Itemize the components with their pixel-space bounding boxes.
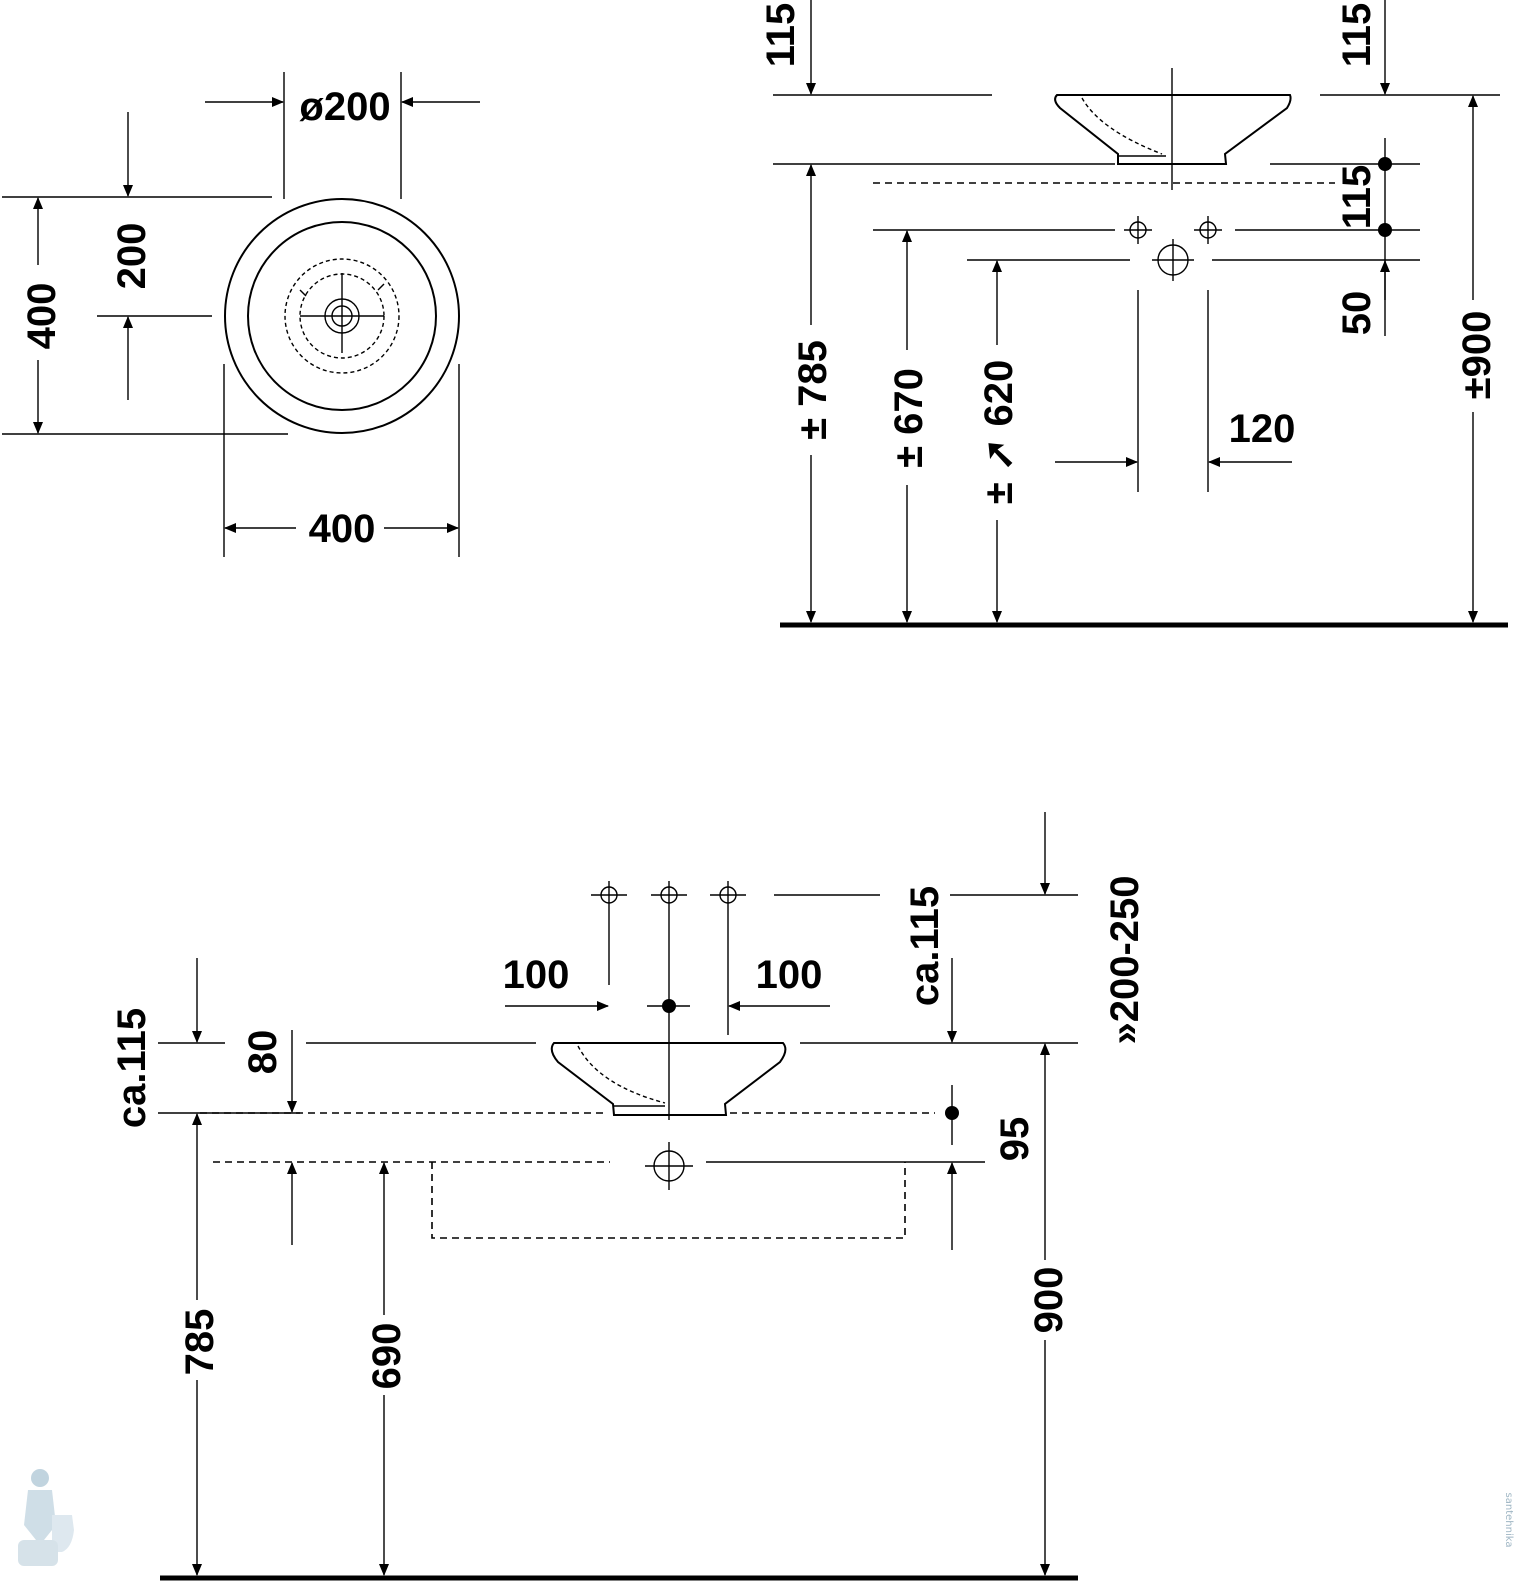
dim-top-right: 115 [1335,3,1379,68]
tap-hole-left [591,881,627,985]
dim-overall-right: ±900 [1455,311,1499,400]
dim-900: 900 [1027,1267,1071,1334]
dim-right-115: ca.115 [903,886,947,1006]
dim-h-620: ± ➚ 620 [977,360,1021,504]
dim-dot [1378,223,1392,237]
dim-200-250: »200-250 [1103,875,1147,1044]
dim-center: 200 [110,223,154,290]
top-view: ø200 400 200 400 [2,72,480,557]
dim-mid-right: 115 [1335,165,1379,230]
dim-dot [1378,157,1392,171]
dim-95: 95 [993,1117,1037,1162]
basin-profile [1054,94,1292,165]
basin-inner-rim [247,221,437,411]
basin-outer-rim [224,198,460,434]
tap-hole-right [710,881,746,1035]
dim-pitch: 120 [1229,407,1296,451]
bowl-dashed-outline [284,258,400,374]
dim-diameter: ø200 [299,85,390,129]
basin-profile [550,1042,787,1116]
dim-h-785: ± 785 [791,340,835,440]
cabinet-outline [431,1162,906,1239]
watermark-text: santehnika [1503,1493,1514,1548]
dim-785: 785 [178,1309,222,1376]
dim-h-670: ± 670 [887,368,931,468]
dim-height-left: 400 [20,283,64,350]
dim-left-100: 100 [503,953,570,997]
watermark-logo [18,1469,74,1566]
dim-690: 690 [365,1323,409,1390]
dim-80: 80 [241,1030,285,1075]
dim-width-bottom: 400 [309,507,376,551]
dim-small-right: 50 [1335,291,1379,336]
front-view: 100 100 ca.115 80 ca.115 95 »200-250 785… [110,812,1147,1581]
dim-left-115: ca.115 [110,1008,154,1128]
side-view: 120 115 115 115 50 ±900 ± 785 ± 670 ± ➚ … [759,0,1508,628]
dim-top-left: 115 [759,3,803,68]
dim-right-100: 100 [756,953,823,997]
